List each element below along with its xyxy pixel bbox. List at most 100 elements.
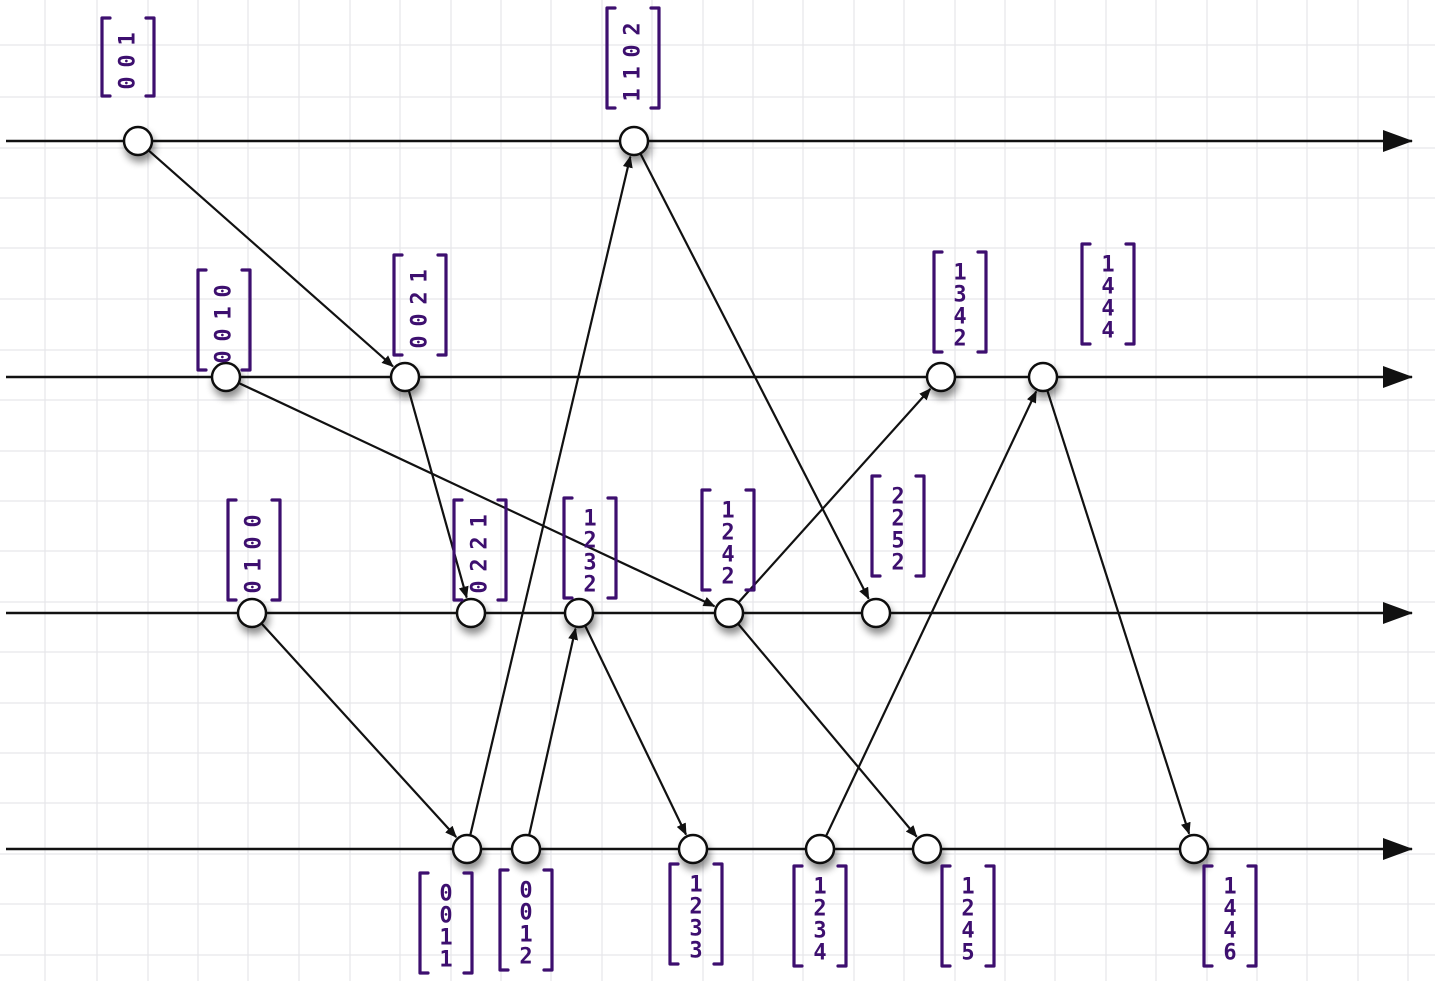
vector-label-b1: 0 1 0 0 [196, 268, 252, 372]
vector-component: 4 [953, 305, 966, 330]
vector-component: 0 [242, 514, 267, 527]
vector-component: 1 [116, 32, 141, 45]
vector-component: 3 [689, 917, 702, 942]
vector-component: 1 [621, 66, 646, 79]
bracket-right [496, 498, 508, 602]
bracket-left [196, 268, 208, 372]
event-node-d3 [677, 833, 709, 865]
vector-component: 2 [813, 897, 826, 922]
vector-component: 4 [1223, 919, 1236, 944]
vector-component: 3 [583, 551, 596, 576]
vector-component: 2 [961, 897, 974, 922]
vector-label-a1: 1 0 0 [100, 16, 156, 98]
message-d4-to-b4 [824, 390, 1038, 837]
bracket-right [744, 488, 756, 592]
bracket-left [452, 498, 464, 602]
message-c4-to-b3 [737, 388, 932, 604]
vector-component: 0 [212, 284, 237, 297]
bracket-right [976, 250, 988, 354]
message-c1-to-d1 [260, 622, 458, 838]
bracket-right [462, 871, 474, 975]
messages [147, 149, 1191, 838]
bracket-left [1202, 864, 1214, 968]
vector-component: 0 [408, 313, 433, 326]
vector-component: 2 [953, 327, 966, 352]
bracket-left [392, 253, 404, 357]
vector-component: 6 [1223, 941, 1236, 966]
vector-component: 0 [212, 350, 237, 363]
event-node-d6 [1178, 833, 1210, 865]
bracket-left [940, 864, 952, 968]
vector-component: 1 [953, 261, 966, 286]
vector-component: 0 [519, 901, 532, 926]
vector-component: 0 [242, 580, 267, 593]
bracket-right [984, 864, 996, 968]
bracket-right [836, 864, 848, 968]
vector-component: 3 [953, 283, 966, 308]
bracket-left [792, 864, 804, 968]
vector-component: 2 [891, 551, 904, 576]
vector-component: 0 [212, 328, 237, 341]
message-b2-to-c2 [407, 390, 469, 599]
bracket-left [226, 498, 238, 602]
event-node-b2 [389, 361, 421, 393]
vector-component: 0 [439, 904, 452, 929]
event-node-d1 [451, 833, 483, 865]
vector-component: 0 [519, 879, 532, 904]
bracket-right [144, 16, 156, 98]
vector-component: 5 [961, 941, 974, 966]
vector-component: 1 [468, 514, 493, 527]
bracket-left [605, 6, 617, 110]
bracket-right [240, 268, 252, 372]
vector-component: 4 [721, 543, 734, 568]
vector-component: 1 [242, 558, 267, 571]
bracket-left [668, 862, 680, 966]
bracket-right [436, 253, 448, 357]
event-node-b4 [1027, 361, 1059, 393]
vector-component: 1 [721, 499, 734, 524]
vector-component: 2 [583, 573, 596, 598]
event-node-d5 [911, 833, 943, 865]
bracket-left [932, 250, 944, 354]
vector-component: 4 [961, 919, 974, 944]
vector-component: 2 [891, 485, 904, 510]
vector-component: 0 [242, 536, 267, 549]
vector-component: 0 [116, 54, 141, 67]
event-node-c5 [860, 597, 892, 629]
vector-component: 1 [621, 88, 646, 101]
vector-component: 2 [408, 291, 433, 304]
vector-component: 1 [439, 926, 452, 951]
message-b4-to-d6 [1046, 389, 1191, 835]
event-node-d2 [510, 833, 542, 865]
message-c4-to-d5 [737, 623, 918, 838]
vector-component: 4 [1223, 897, 1236, 922]
vector-component: 2 [519, 945, 532, 970]
vector-component: 1 [212, 306, 237, 319]
vector-component: 2 [621, 22, 646, 35]
vector-component: 1 [439, 948, 452, 973]
bracket-right [542, 868, 554, 972]
message-d2-to-c3 [527, 627, 578, 836]
message-a2-to-c5 [639, 152, 870, 600]
vector-component: 2 [689, 895, 702, 920]
bracket-left [100, 16, 112, 98]
bracket-left [418, 871, 430, 975]
vector-component: 0 [439, 882, 452, 907]
vector-component: 1 [583, 507, 596, 532]
vector-component: 2 [721, 521, 734, 546]
vector-component: 0 [116, 76, 141, 89]
vector-component: 1 [961, 875, 974, 900]
